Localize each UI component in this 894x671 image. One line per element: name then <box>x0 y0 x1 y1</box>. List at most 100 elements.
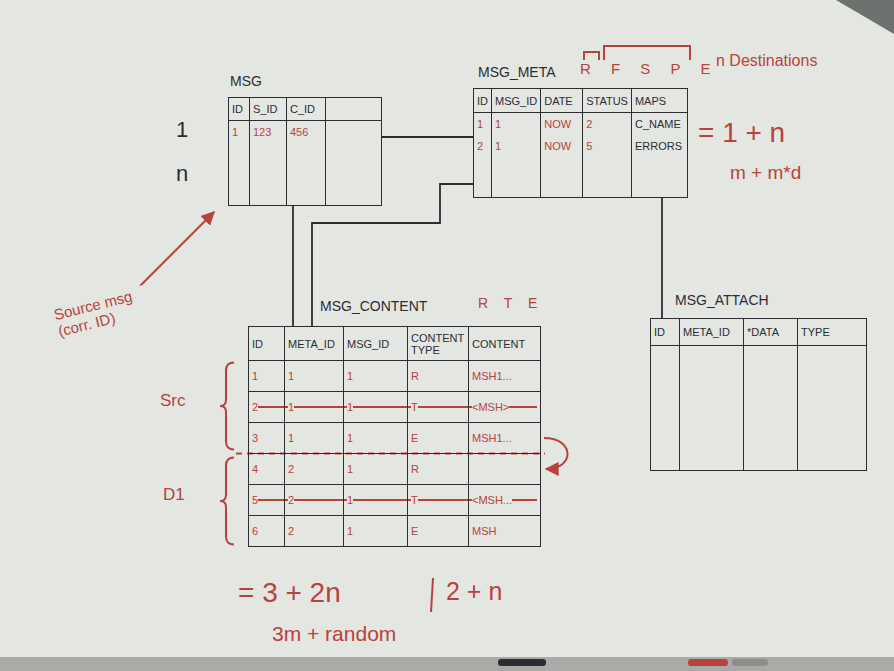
table-box: MSG_METAIDMSG_IDDATESTATUSMAPS11NOW2C_NA… <box>473 88 688 198</box>
table-cell-text: 4 <box>252 463 258 475</box>
table-cell: 4 <box>249 454 285 485</box>
table-cell <box>541 157 583 198</box>
table-grid: IDS_IDC_ID1123456 <box>228 97 382 206</box>
table-cell-text: C_NAME <box>635 118 681 130</box>
marker-pen <box>732 659 768 666</box>
table-name: MSG <box>230 73 262 90</box>
table-cell <box>492 157 541 198</box>
content-annotations <box>220 363 568 545</box>
table-cell: MSH1... <box>469 361 541 392</box>
table-cell: 6 <box>249 516 285 547</box>
table-cell <box>744 346 798 471</box>
table-cell-text: MSH1... <box>472 370 512 382</box>
table-cell-text: 6 <box>252 525 258 537</box>
table-cell: CONTENT <box>469 327 541 361</box>
table-grid: IDMSG_IDDATESTATUSMAPS11NOW2C_NAME21NOW5… <box>473 88 688 198</box>
annotation: 3m + random <box>272 622 396 645</box>
table-cell: 2 <box>285 485 344 516</box>
table-row: 21NOW5ERRORS <box>474 135 688 157</box>
table-cell-text: CONTENT TYPE <box>411 332 464 356</box>
table-cell: MSG_ID <box>492 89 541 113</box>
table-cell-text: ID <box>477 95 488 107</box>
table-cell-text: ID <box>654 326 665 338</box>
table-cell: META_ID <box>680 319 744 346</box>
annotation: n Destinations <box>716 52 817 70</box>
table-cell <box>326 143 382 206</box>
table-cell <box>229 143 250 206</box>
divider-stroke <box>431 578 433 612</box>
table-cell-text: MSH1... <box>472 432 512 444</box>
table-cell: ID <box>229 98 250 121</box>
table-row <box>474 157 688 198</box>
table-cell: 456 <box>287 121 326 143</box>
table-cell-text: T <box>411 401 418 413</box>
table-cell <box>583 157 632 198</box>
table-cell-text: T <box>411 494 418 506</box>
table-cell-text: S_ID <box>253 103 277 115</box>
table-cell: NOW <box>541 135 583 157</box>
table-cell-text: E <box>411 525 418 537</box>
annotation: Source msg (corr. ID) <box>52 285 149 339</box>
annotation: D1 <box>163 486 185 505</box>
relation-line <box>382 136 473 138</box>
table-cell-text: 1 <box>495 140 501 152</box>
table-row: 1123456 <box>229 121 382 143</box>
annotation: R T E <box>478 296 543 311</box>
table-cell-text: 1 <box>347 494 353 506</box>
table-grid: IDMETA_IDMSG_IDCONTENT TYPECONTENT111RMS… <box>248 326 541 547</box>
table-body: IDMETA_IDMSG_IDCONTENT TYPECONTENT111RMS… <box>249 327 541 547</box>
table-cell-text: 2 <box>586 118 592 130</box>
annotation: m + m*d <box>730 163 801 184</box>
table-cell: 1 <box>344 361 408 392</box>
table-cell: MAPS <box>631 89 687 113</box>
group-brace <box>220 363 234 450</box>
table-cell: 1 <box>474 113 492 135</box>
table-cell: NOW <box>541 113 583 135</box>
table-cell-text: DATE <box>544 95 573 107</box>
annotation: = 3 + 2n <box>238 578 341 609</box>
table-cell-text: STATUS <box>586 95 628 107</box>
table-cell-text: *DATA <box>747 326 779 338</box>
table-cell: TYPE <box>798 319 867 346</box>
table-cell: ID <box>651 319 680 346</box>
table-cell <box>680 346 744 471</box>
table-cell: MSH1... <box>469 423 541 454</box>
table-cell-text: 1 <box>232 126 238 138</box>
table-cell-text: R <box>411 463 419 475</box>
table-cell: 1 <box>344 485 408 516</box>
table-cell: 1 <box>285 423 344 454</box>
table-cell: 3 <box>249 423 285 454</box>
table-cell-text: MSG_ID <box>347 338 389 350</box>
leader-arrow <box>140 212 214 286</box>
table-cell-text: <MSH> <box>472 401 509 413</box>
table-box: MSG_CONTENTIDMETA_IDMSG_IDCONTENT TYPECO… <box>248 326 541 547</box>
table-cell-text: TYPE <box>801 326 830 338</box>
table-cell-text: 1 <box>477 118 483 130</box>
table-cell-text: 1 <box>288 370 294 382</box>
table-cell-text: MSH <box>472 525 496 537</box>
table-cell-text: META_ID <box>288 338 335 350</box>
table-cell-text: META_ID <box>683 326 730 338</box>
annotation: R F S P E <box>580 61 718 78</box>
table-body: IDMSG_IDDATESTATUSMAPS11NOW2C_NAME21NOW5… <box>474 89 688 198</box>
annotation: 2 + n <box>446 578 502 606</box>
table-cell: 5 <box>583 135 632 157</box>
table-cell-text: 1 <box>288 401 294 413</box>
table-cell: T <box>408 392 469 423</box>
table-cell: R <box>408 361 469 392</box>
table-cell-text: 1 <box>288 432 294 444</box>
table-row: 621EMSH <box>249 516 541 547</box>
annotation: 1 <box>176 118 188 142</box>
table-cell: 2 <box>285 516 344 547</box>
marker-pen <box>688 659 728 666</box>
table-row: 211T<MSH> <box>249 392 541 423</box>
table-cell: ID <box>249 327 285 361</box>
table-row: IDS_IDC_ID <box>229 98 382 121</box>
table-cell-text: 1 <box>347 370 353 382</box>
table-cell: 1 <box>229 121 250 143</box>
table-cell: 5 <box>249 485 285 516</box>
table-cell-text: 5 <box>252 494 258 506</box>
table-cell-text: 3 <box>252 432 258 444</box>
table-cell-text: NOW <box>544 140 571 152</box>
group-brace <box>220 458 234 545</box>
